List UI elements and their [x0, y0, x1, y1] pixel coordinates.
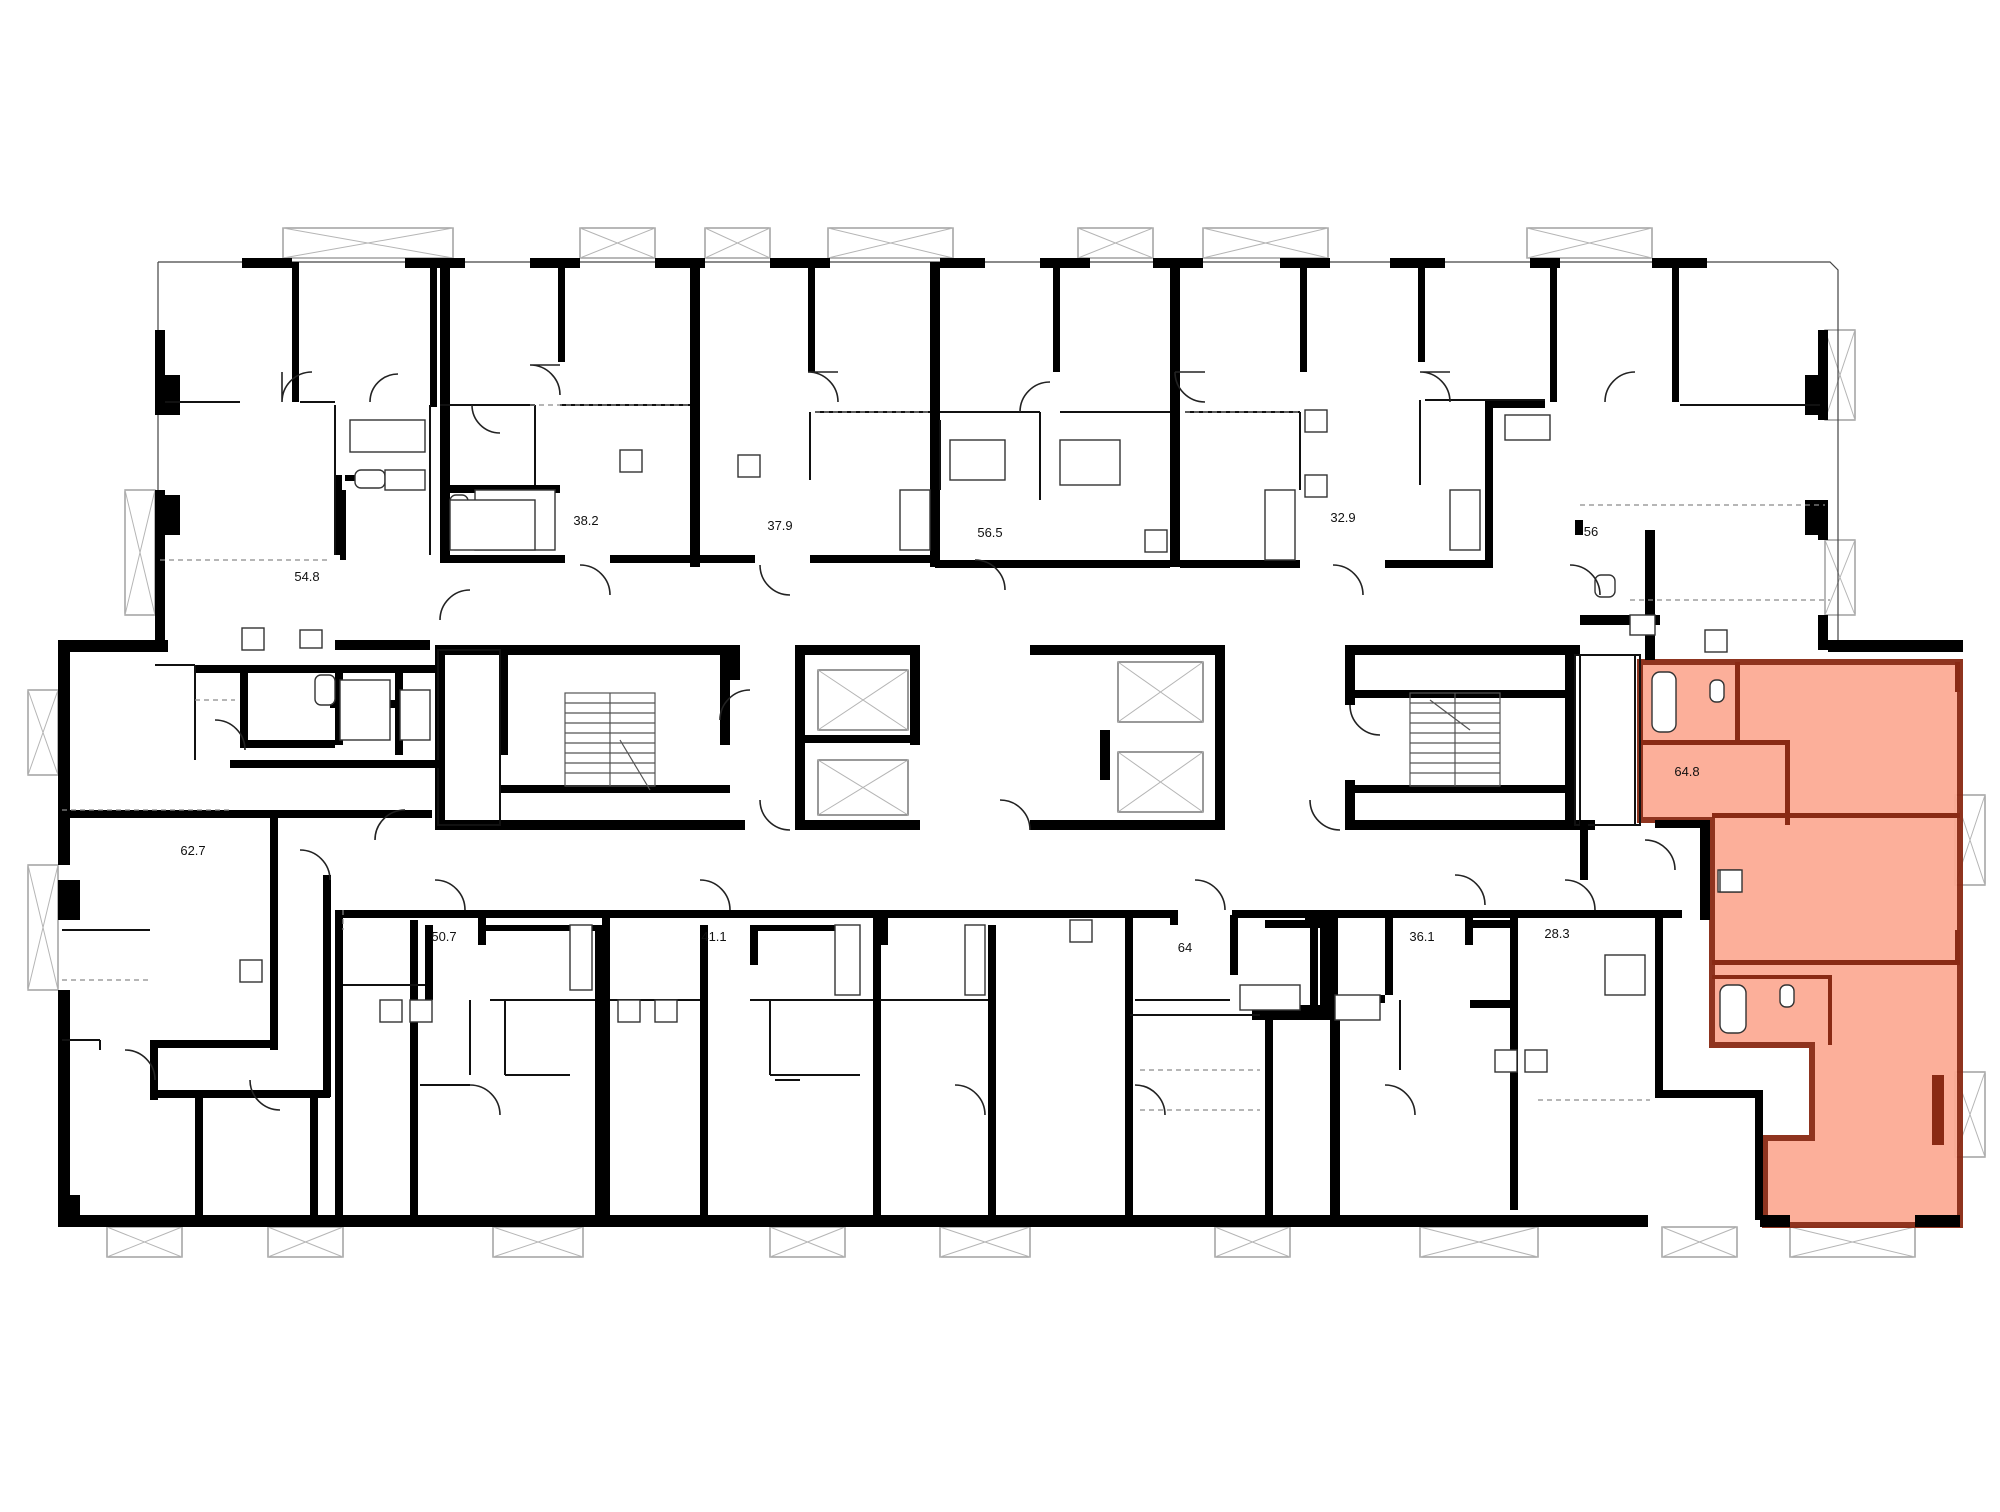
apartment-area-label: 41.1 [701, 929, 726, 944]
apartment-area-label: 37.9 [767, 518, 792, 533]
sink-icon [399, 689, 431, 741]
bathtub-icon [339, 679, 391, 741]
core-thin [437, 649, 1641, 826]
left-wing-thin [62, 664, 196, 1050]
left-wing-dashed [62, 699, 235, 981]
toilet-icon [1779, 984, 1795, 1008]
selected-apartment-label: 64.8 [1674, 764, 1699, 779]
apartment-area-label: 56.5 [977, 525, 1002, 540]
bathtub-icon [964, 924, 986, 996]
lower-walls [335, 820, 1763, 1225]
apartment-area-label: 38.2 [573, 513, 598, 528]
doors [124, 364, 1676, 1116]
stair-right [1409, 692, 1501, 787]
bathroom-icon [449, 499, 536, 551]
window-crosses [27, 227, 1986, 1258]
core-walls [435, 645, 1595, 830]
upper-partitions [292, 262, 1679, 660]
sink-icon [1629, 614, 1656, 636]
bathtub-icon [1239, 984, 1301, 1011]
toilet-icon [1709, 679, 1725, 703]
bathtub-icon [1651, 671, 1677, 733]
upper-dashed-lines [160, 404, 1830, 601]
toilet-icon [354, 469, 386, 489]
apartment-area-label: 36.1 [1409, 929, 1434, 944]
bathtub-icon [834, 924, 861, 996]
bathtub-icon [569, 924, 593, 991]
apartment-area-label: 64 [1178, 940, 1192, 955]
apartment-area-label: 32.9 [1330, 510, 1355, 525]
apartment-area-label: 56 [1584, 524, 1598, 539]
apartment-area-label: 28.3 [1544, 926, 1569, 941]
bathtub-icon [1719, 984, 1747, 1034]
bathroom-icon [949, 439, 1006, 481]
sink-icon [384, 469, 426, 491]
bathtub-icon [1059, 439, 1121, 486]
apartment-area-label: 54.8 [294, 569, 319, 584]
bathtub-icon [1334, 994, 1381, 1021]
stair-left [564, 692, 656, 791]
left-wing-walls [62, 665, 440, 1220]
toilet-icon [314, 674, 336, 706]
apartment-area-label: 62.7 [180, 843, 205, 858]
bathtub-icon [1504, 414, 1551, 441]
selected-apartment-internal-walls [1640, 662, 1960, 1145]
fixtures [314, 414, 1656, 1021]
selected-apartment-area[interactable] [1637, 659, 1963, 1228]
bathtub-icon [899, 489, 931, 551]
bathroom-icon [1604, 954, 1646, 996]
stoves [239, 409, 1743, 1073]
apartment-area-label: 50.7 [431, 929, 456, 944]
bathtub-icon [1264, 489, 1296, 561]
lower-dashed [342, 910, 1650, 1111]
elevators [817, 661, 1204, 816]
apartment-labels: 54.8 38.2 37.9 56.5 32.9 56 62.7 50.7 41… [180, 510, 1699, 955]
bathtub-icon [349, 419, 426, 453]
bathtub-icon [1449, 489, 1481, 551]
